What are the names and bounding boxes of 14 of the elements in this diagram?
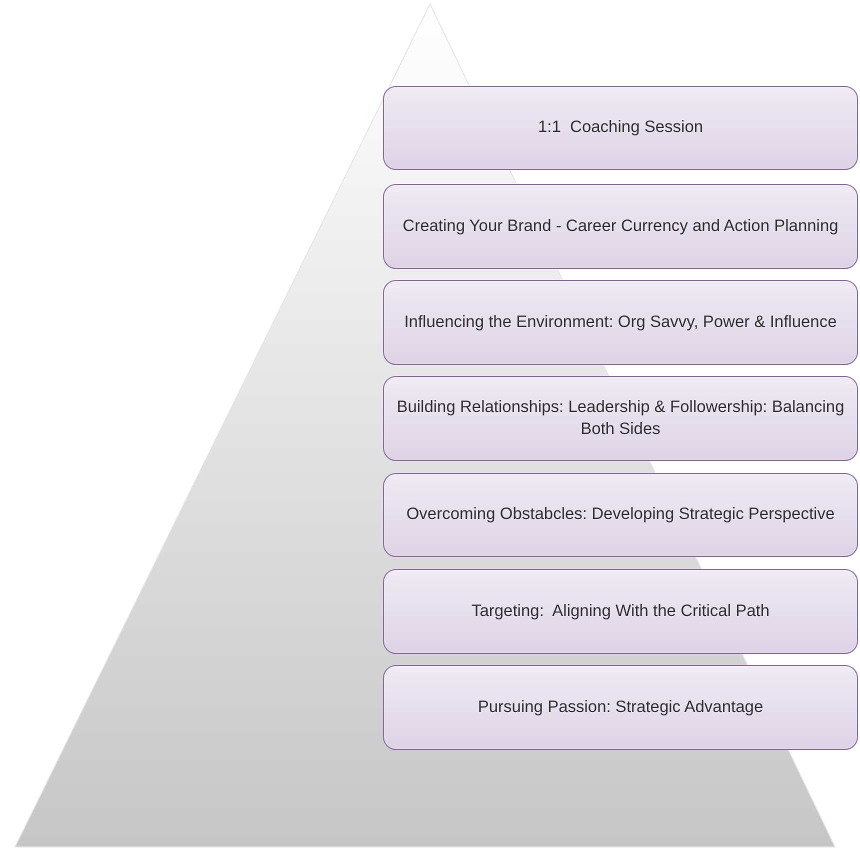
step-label: 1:1 Coaching Session	[538, 117, 704, 138]
step-label: Influencing the Environment: Org Savvy, Power & Influence	[404, 312, 837, 333]
step-box	[383, 184, 858, 269]
step-label: Pursuing Passion: Strategic Advantage	[478, 696, 764, 718]
step-label: Building Relationships: Leadership & Followership: Balancing Both Sides	[396, 397, 846, 440]
step-box	[383, 569, 858, 654]
step-box	[383, 280, 858, 365]
step-box	[383, 86, 858, 170]
step-box	[383, 376, 858, 461]
step-label: Creating Your Brand - Career Currency and Action Planning	[402, 216, 838, 237]
step-label: Targeting: Aligning With the Critical Path	[471, 600, 770, 622]
step-box	[383, 473, 858, 557]
step-label: Overcoming Obstabcles: Developing Strategic Perspective	[406, 504, 835, 526]
step-box	[383, 665, 858, 750]
